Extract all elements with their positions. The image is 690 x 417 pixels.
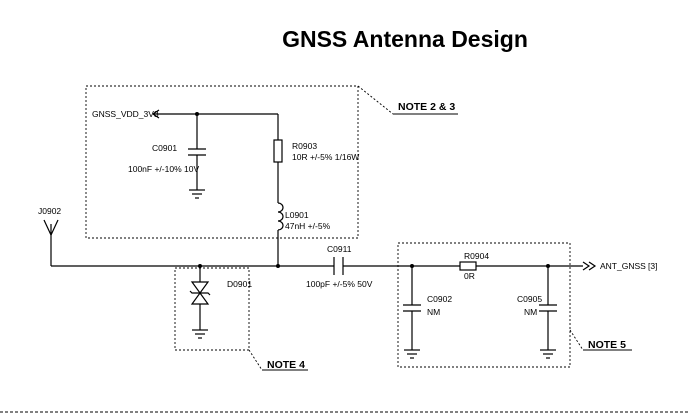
note-box-diode [174, 267, 250, 351]
note-2-3-label: NOTE 2 & 3 [398, 101, 455, 113]
ground-icon [189, 189, 205, 199]
c0911-ref: C0911 [327, 244, 352, 254]
d0901-ref: D0901 [227, 279, 252, 289]
note-box-power [85, 85, 359, 239]
supply-net-label: GNSS_VDD_3V3 [92, 109, 159, 119]
c0905-ref: C0905 [517, 294, 542, 304]
l0901-value: 47nH +/-5% [285, 221, 331, 231]
r0904-value: 0R [464, 271, 475, 281]
junction-dot [195, 112, 199, 116]
note-leader-2-3 [357, 85, 458, 115]
c0901-ref: C0901 [152, 143, 177, 153]
l0901-ref: L0901 [285, 210, 309, 220]
output-port-arrow-icon [582, 261, 597, 271]
c0902-capacitor [403, 266, 421, 350]
r0904-resistor [459, 261, 477, 271]
r0903-resistor [273, 114, 283, 203]
ground-icon [404, 349, 420, 359]
note-box-output [397, 242, 571, 368]
output-net-label: ANT_GNSS [600, 261, 646, 271]
c0902-ref: C0902 [427, 294, 452, 304]
page-title: GNSS Antenna Design [282, 26, 528, 52]
c0911-value: 100pF +/-5% 50V [306, 279, 373, 289]
c0901-capacitor [188, 114, 206, 190]
note-leader-5 [569, 329, 632, 351]
c0901-value: 100nF +/-10% 10V [128, 164, 199, 174]
note-leader-4 [248, 349, 308, 371]
r0903-value: 10R +/-5% 1/16W [292, 152, 359, 162]
ground-icon [192, 329, 208, 339]
junction-dot [276, 264, 280, 268]
ground-icon [540, 349, 556, 359]
output-net-ref: [3] [648, 261, 657, 271]
d0901-tvs-diode [189, 266, 211, 330]
c0911-capacitor [333, 257, 344, 275]
r0903-ref: R0903 [292, 141, 317, 151]
c0905-capacitor [539, 266, 557, 350]
c0905-value: NM [524, 307, 537, 317]
note-5-label: NOTE 5 [588, 339, 626, 351]
antenna-icon [43, 219, 59, 266]
c0902-value: NM [427, 307, 440, 317]
j0902-ref: J0902 [38, 206, 61, 216]
r0904-ref: R0904 [464, 251, 489, 261]
note-4-label: NOTE 4 [267, 359, 305, 371]
supply-net [152, 109, 278, 119]
l0901-inductor [277, 202, 284, 266]
